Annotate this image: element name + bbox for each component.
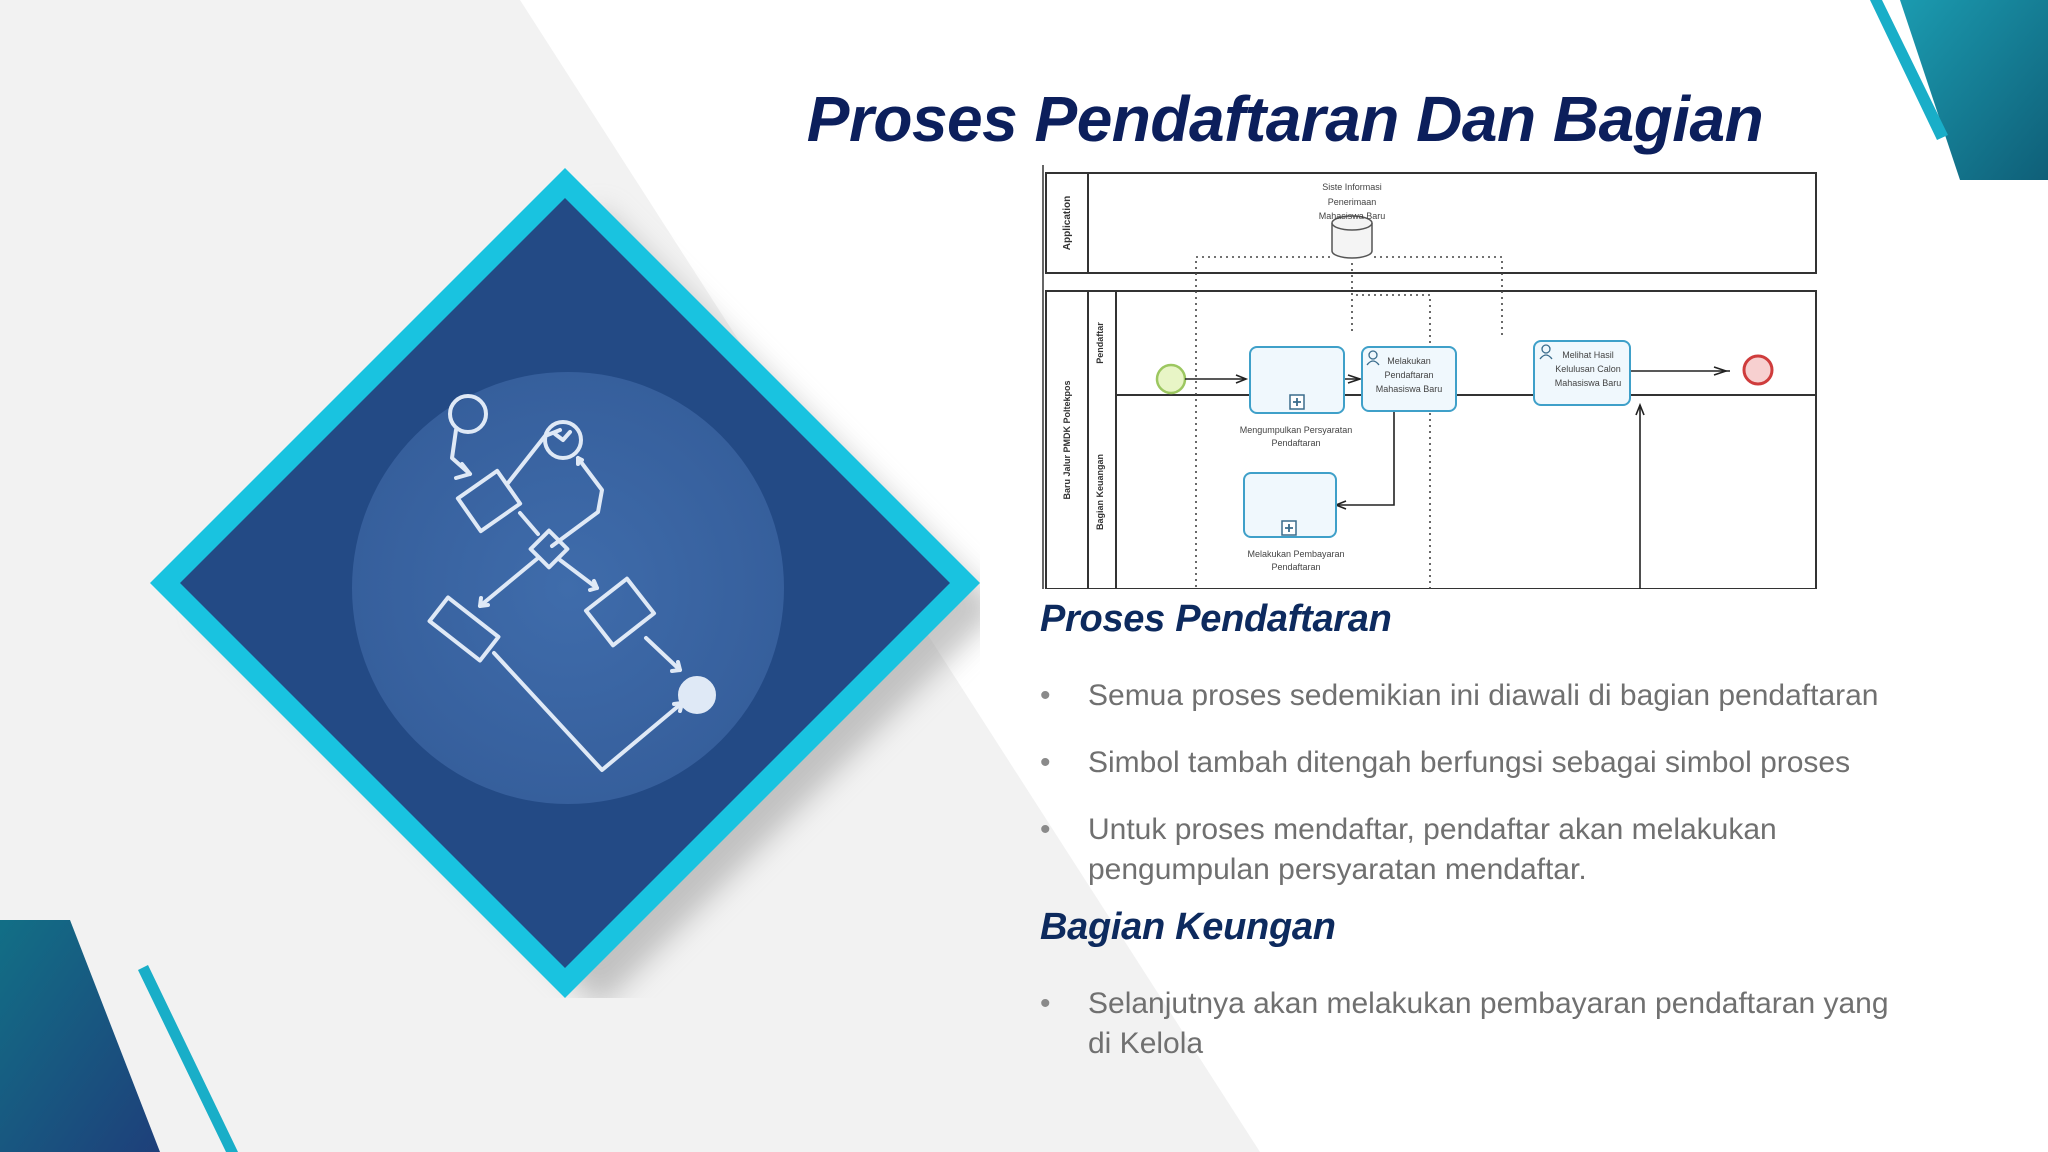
glow-circle [352, 372, 784, 804]
task-collect-label-1: Mengumpulkan Persyaratan [1240, 425, 1353, 435]
task-register [1361, 346, 1457, 412]
task-collect-label-2: Pendaftaran [1271, 438, 1320, 448]
corner-decoration-bottom-left [0, 920, 238, 1152]
bullet-text: Simbol tambah ditengah berfungsi sebagai… [1088, 746, 1851, 779]
lane-application-box [1045, 172, 1817, 274]
data-store-label-1: Siste Informasi [1322, 182, 1382, 192]
task-register-label-3: Mahasiswa Baru [1376, 384, 1443, 394]
lane-label-application: Application [1062, 196, 1073, 250]
list-item: • Simbol tambah ditengah berfungsi sebaga… [1040, 743, 1940, 783]
bullet-icon: • [1040, 987, 1051, 1020]
task-result-label-1: Melihat Hasil [1562, 350, 1614, 360]
list-item: • Selanjutnya akan melakukan pembayaran p… [1040, 984, 1920, 1064]
list-item: • Semua proses sedemikian ini diawali di … [1040, 676, 1940, 716]
section2-bullet-list: • Selanjutnya akan melakukan pembayaran p… [1040, 984, 1920, 1091]
pool-box [1045, 290, 1817, 589]
data-store-label-2: Penerimaan [1328, 197, 1377, 207]
data-store [1331, 215, 1373, 259]
lane-label-pendaftar: Pendaftar [1095, 322, 1105, 364]
flowchart-icon [427, 394, 716, 772]
task-payment [1243, 472, 1337, 538]
section-heading-proses-pendaftaran: Proses Pendaftaran [1040, 598, 1392, 640]
list-item: • Untuk proses mendaftar, pendaftar akan … [1040, 810, 1940, 890]
task-payment-label-2: Pendaftaran [1271, 562, 1320, 572]
task-result-label-3: Mahasiswa Baru [1555, 378, 1622, 388]
task-result-label-2: Kelulusan Calon [1555, 364, 1621, 374]
section1-bullet-list: • Semua proses sedemikian ini diawali di … [1040, 676, 1940, 917]
task-result [1533, 340, 1631, 406]
data-store-label-3: Mahasiswa Baru [1319, 211, 1386, 221]
start-event [1155, 363, 1187, 395]
bpmn-diagram: Application Baru Jalur PMDK Poltekpos Pe… [1040, 165, 1822, 589]
bullet-icon: • [1040, 679, 1051, 712]
task-payment-label-1: Melakukan Pembayaran [1247, 549, 1344, 559]
bullet-icon: • [1040, 813, 1051, 846]
pool-label: Baru Jalur PMDK Poltekpos [1062, 380, 1072, 499]
bullet-text: Semua proses sedemikian ini diawali di b… [1088, 679, 1879, 712]
task-collect [1249, 346, 1345, 414]
flowchart-illustration [150, 168, 1000, 1008]
end-event [1742, 354, 1774, 386]
section-heading-bagian-keungan: Bagian Keungan [1040, 906, 1336, 948]
task-register-label-2: Pendaftaran [1384, 370, 1433, 380]
task-register-label-1: Melakukan [1387, 356, 1431, 366]
bullet-text: Selanjutnya akan melakukan pembayaran pe… [1088, 987, 1889, 1060]
bullet-icon: • [1040, 746, 1051, 779]
lane-label-keuangan: Bagian Keuangan [1095, 454, 1105, 530]
corner-decoration-top-right [1870, 0, 2048, 180]
bullet-text: Untuk proses mendaftar, pendaftar akan m… [1088, 813, 1777, 886]
